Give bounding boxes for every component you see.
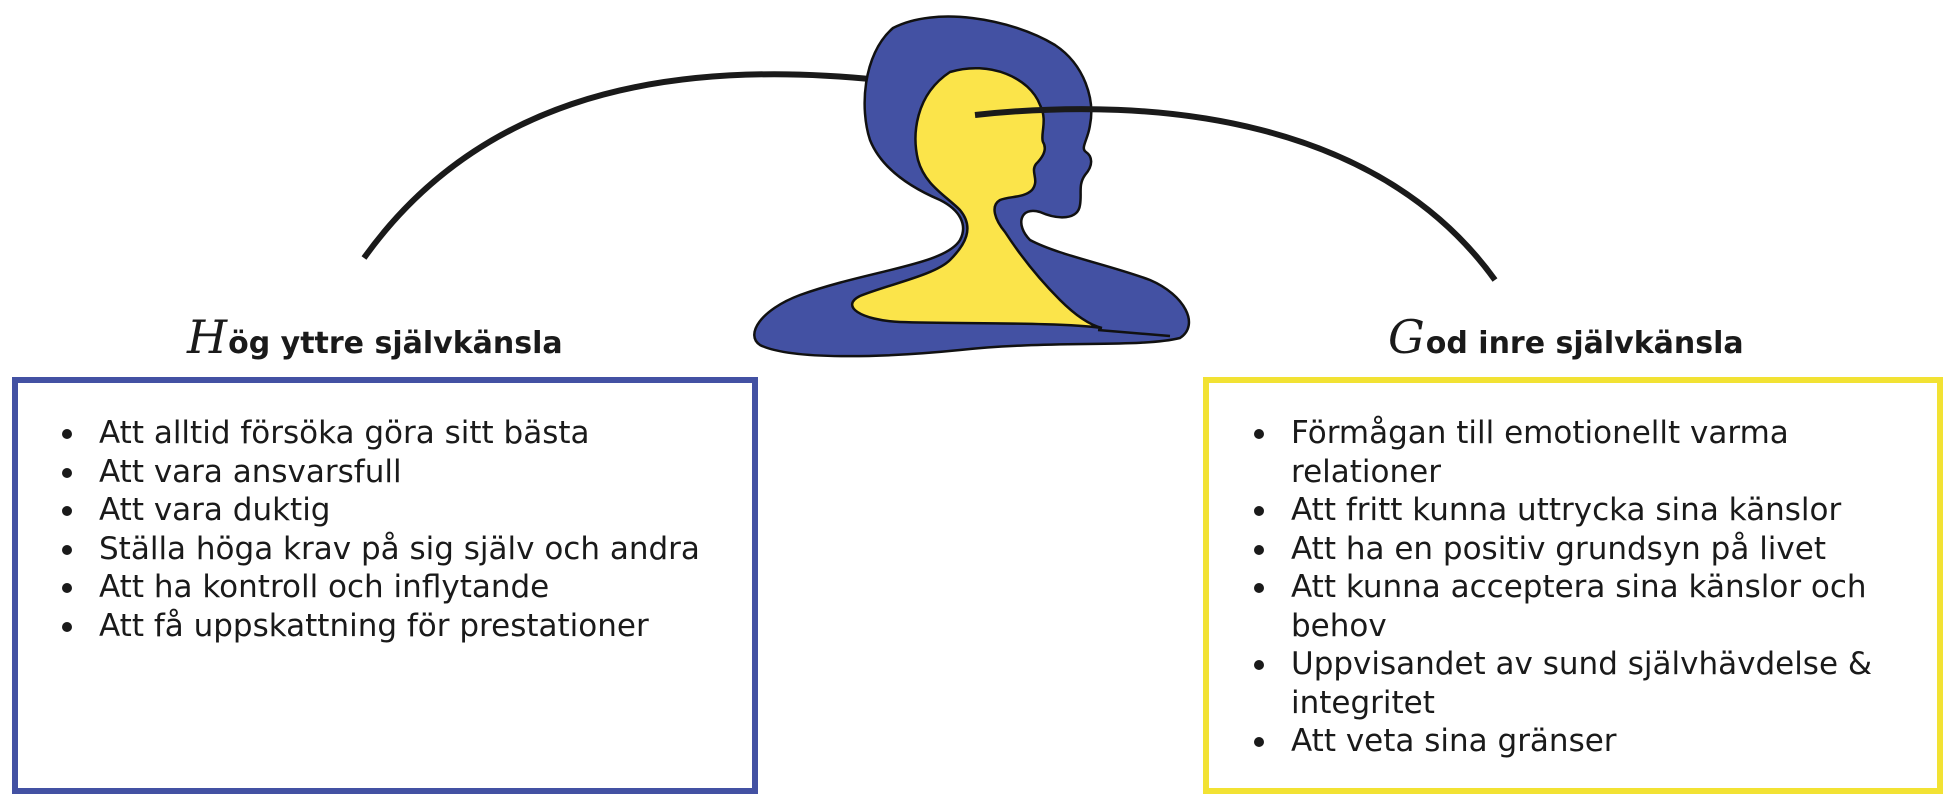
head-silhouette-icon bbox=[753, 15, 1191, 358]
left-heading-text: ög yttre självkänsla bbox=[228, 326, 563, 361]
list-item: Uppvisandet av sund självhävdelse & inte… bbox=[1254, 645, 1907, 722]
list-item: Att få uppskattning för prestationer bbox=[62, 607, 752, 646]
list-item: Att alltid försöka göra sitt bästa bbox=[62, 414, 752, 453]
list-item: Att kunna acceptera sina känslor och beh… bbox=[1254, 568, 1907, 645]
right-list: Förmågan till emotionellt varma relation… bbox=[1209, 383, 1937, 761]
list-item: Att vara duktig bbox=[62, 491, 752, 530]
list-item: Att vara ansvarsfull bbox=[62, 453, 752, 492]
right-heading-text: od inre självkänsla bbox=[1425, 326, 1744, 361]
list-item: Ställa höga krav på sig själv och andra bbox=[62, 530, 752, 569]
left-heading-initial: H bbox=[187, 310, 228, 364]
left-arc-line bbox=[361, 71, 881, 260]
list-item: Att ha en positiv grundsyn på livet bbox=[1254, 530, 1907, 569]
list-item: Att fritt kunna uttrycka sina känslor bbox=[1254, 491, 1907, 530]
right-arc-line bbox=[974, 106, 1498, 282]
left-list: Att alltid försöka göra sitt bästa Att v… bbox=[18, 383, 752, 645]
list-item: Att veta sina gränser bbox=[1254, 722, 1907, 761]
base-line bbox=[1097, 328, 1171, 338]
inner-head-shape bbox=[851, 67, 1103, 330]
list-item: Förmågan till emotionellt varma relation… bbox=[1254, 414, 1907, 491]
right-panel: Förmågan till emotionellt varma relation… bbox=[1203, 377, 1943, 794]
right-heading-initial: G bbox=[1388, 310, 1425, 364]
left-panel: Att alltid försöka göra sitt bästa Att v… bbox=[12, 377, 758, 794]
list-item: Att ha kontroll och inflytande bbox=[62, 568, 752, 607]
